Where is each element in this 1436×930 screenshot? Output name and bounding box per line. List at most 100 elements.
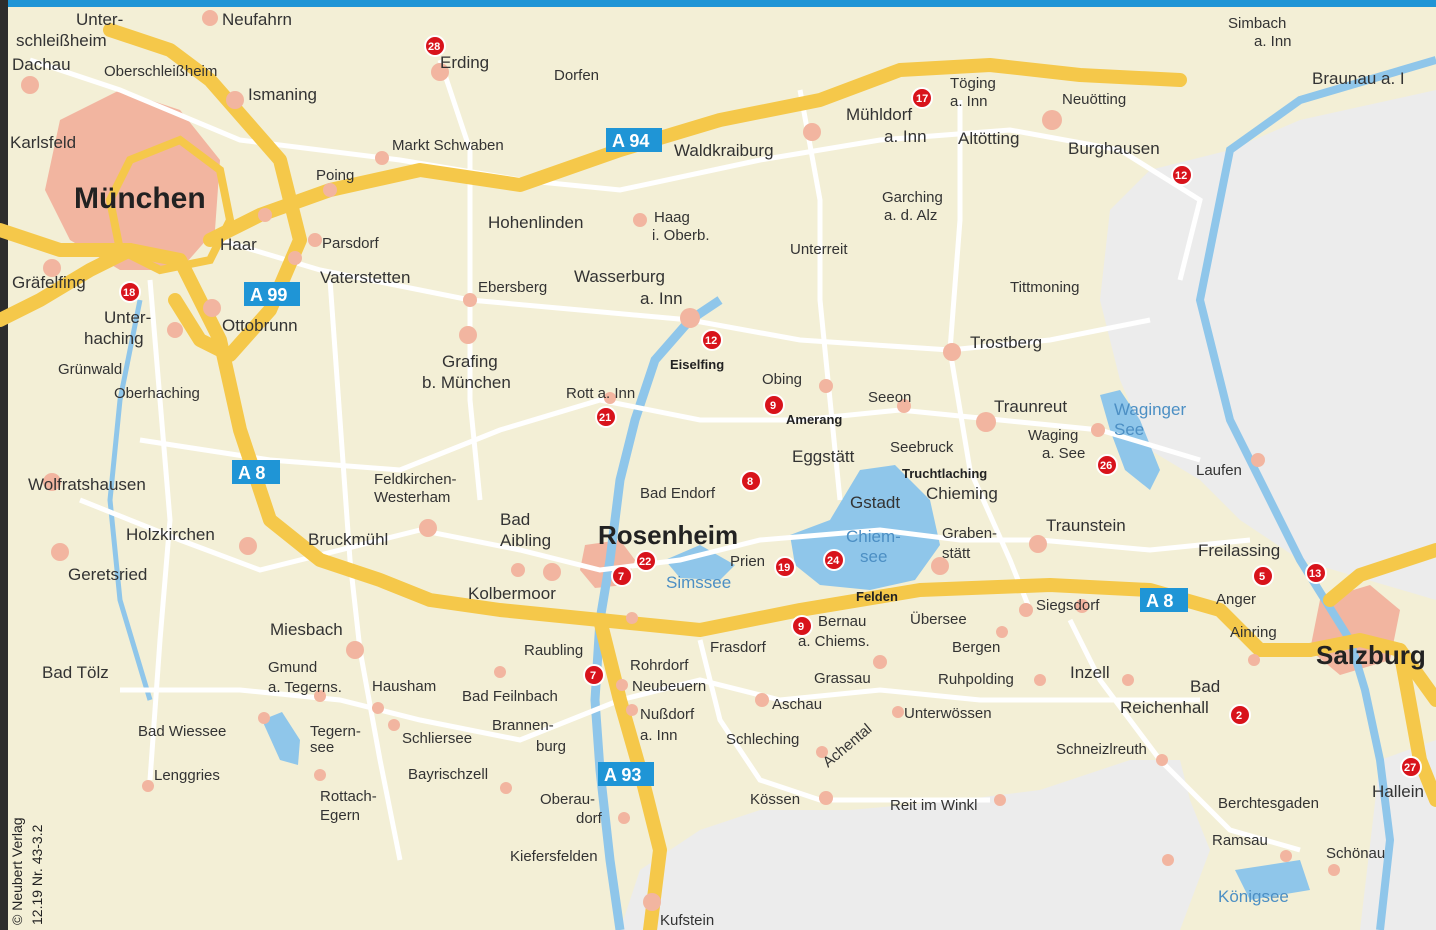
place-bad-wiessee: Bad Wiessee: [138, 723, 226, 740]
salzburg-ring: [1323, 543, 1436, 607]
highway-sign-a8-west: A 8: [232, 460, 280, 484]
place-garching-2: a. d. Alz: [884, 207, 937, 224]
city-label-salzburg: Salzburg: [1316, 640, 1426, 670]
svg-text:5: 5: [1259, 571, 1265, 583]
place-garching-1: Garching: [882, 189, 943, 206]
poi-marker[interactable]: 24: [823, 549, 845, 571]
place-waging-2: a. See: [1042, 445, 1085, 462]
place-schoenau: Schönau: [1326, 845, 1385, 862]
poi-marker[interactable]: 5: [1252, 565, 1274, 587]
place-lenggries: Lenggries: [154, 767, 220, 784]
place-unterreit: Unterreit: [790, 241, 848, 258]
poi-marker[interactable]: 8: [740, 470, 762, 492]
place-nussdorf-1: Nußdorf: [640, 706, 695, 723]
svg-text:A 8: A 8: [1146, 591, 1173, 611]
svg-text:7: 7: [618, 571, 624, 583]
svg-text:13: 13: [1309, 568, 1321, 580]
place-bernau-1: Bernau: [818, 613, 866, 630]
place-brannenburg-1: Brannen-: [492, 717, 554, 734]
place-frasdorf: Frasdorf: [710, 639, 767, 656]
place-tegernsee-2: see: [310, 739, 334, 756]
svg-text:17: 17: [916, 93, 928, 105]
place-freilassing: Freilassing: [1198, 541, 1280, 560]
poi-marker[interactable]: 19: [774, 556, 796, 578]
svg-text:26: 26: [1100, 460, 1112, 472]
place-unterschleissheim-1: Unter-: [76, 10, 123, 29]
place-dorfen: Dorfen: [554, 67, 599, 84]
svg-text:A 8: A 8: [238, 463, 265, 483]
svg-text:8: 8: [747, 476, 753, 488]
place-hohenlinden: Hohenlinden: [488, 213, 583, 232]
poi-marker[interactable]: 12: [1171, 164, 1193, 186]
place-holzkirchen: Holzkirchen: [126, 525, 215, 544]
place-oberschleissheim: Oberschleißheim: [104, 63, 217, 80]
place-schleching: Schleching: [726, 731, 799, 748]
place-dachau: Dachau: [12, 55, 71, 74]
place-traunreut: Traunreut: [994, 397, 1067, 416]
place-prien: Prien: [730, 553, 765, 570]
place-karlsfeld: Karlsfeld: [10, 133, 76, 152]
svg-text:9: 9: [770, 400, 776, 412]
place-schliersee: Schliersee: [402, 730, 472, 747]
place-rottach-2: Egern: [320, 807, 360, 824]
highway-sign-a99: A 99: [244, 282, 300, 306]
place-ebersberg: Ebersberg: [478, 279, 547, 296]
place-oberaudorf-2: dorf: [576, 810, 603, 827]
poi-marker[interactable]: 7: [583, 664, 605, 686]
poi-marker[interactable]: 12: [701, 329, 723, 351]
place-oberaudorf-1: Oberau-: [540, 791, 595, 808]
place-poing: Poing: [316, 167, 354, 184]
poi-marker[interactable]: 9: [763, 394, 785, 416]
svg-text:A 94: A 94: [612, 131, 649, 151]
edition-text: 12.19 Nr. 43-3.2: [29, 824, 45, 925]
place-trostberg: Trostberg: [970, 333, 1042, 352]
poi-marker[interactable]: 7: [611, 565, 633, 587]
place-grafing-1: Grafing: [442, 352, 498, 371]
place-oberhaching: Oberhaching: [114, 385, 200, 402]
town-dots: [21, 10, 1340, 911]
copyright-text: © Neubert Verlag: [9, 817, 25, 925]
place-bad-toelz: Bad Tölz: [42, 663, 109, 682]
poi-marker[interactable]: 26: [1096, 454, 1118, 476]
place-rohrdorf: Rohrdorf: [630, 657, 689, 674]
place-hausham: Hausham: [372, 678, 436, 695]
place-toeging-1: Töging: [950, 75, 996, 92]
a99-highway: [103, 23, 307, 362]
place-toeging-2: a. Inn: [950, 93, 988, 110]
lake-waginger-label-2: See: [1114, 420, 1144, 439]
place-truchtlaching: Truchtlaching: [902, 466, 987, 481]
place-muehldorf-2: a. Inn: [884, 127, 927, 146]
poi-marker[interactable]: 22: [635, 550, 657, 572]
poi-marker[interactable]: 13: [1305, 562, 1327, 584]
place-bad-aibling-2: Aibling: [500, 531, 551, 550]
place-unterhaching-2: haching: [84, 329, 144, 348]
poi-marker[interactable]: 21: [595, 406, 617, 428]
inn-river: [590, 296, 723, 930]
place-wasserburg-1: Wasserburg: [574, 267, 665, 286]
place-grabenstaett-1: Graben-: [942, 525, 997, 542]
poi-marker[interactable]: 18: [119, 281, 141, 303]
place-rott: Rott a. Inn: [566, 385, 635, 402]
place-ismaning: Ismaning: [248, 85, 317, 104]
poi-marker[interactable]: 28: [424, 35, 446, 57]
place-altoetting: Altötting: [958, 129, 1019, 148]
place-ramsau: Ramsau: [1212, 832, 1268, 849]
isar-river: [107, 299, 153, 701]
lake-chiemsee-label-1: Chiem-: [846, 527, 901, 546]
poi-marker[interactable]: 27: [1400, 756, 1422, 778]
place-uebersee: Übersee: [910, 610, 967, 628]
tegernsee-lake: [262, 712, 300, 765]
lake-waginger-label-1: Waginger: [1114, 400, 1186, 419]
poi-marker[interactable]: 2: [1229, 704, 1251, 726]
svg-text:28: 28: [428, 41, 440, 53]
place-bruckmuehl: Bruckmühl: [308, 530, 388, 549]
left-frame: [0, 0, 8, 930]
poi-marker[interactable]: 9: [791, 615, 813, 637]
poi-marker[interactable]: 17: [911, 87, 933, 109]
a8-highway-west: [0, 223, 1317, 657]
place-miesbach: Miesbach: [270, 620, 343, 639]
place-haag-2: i. Oberb.: [652, 227, 710, 244]
place-braunau: Braunau a. I: [1312, 69, 1405, 88]
place-bad-feilnbach: Bad Feilnbach: [462, 688, 558, 705]
place-bad-aibling-1: Bad: [500, 510, 530, 529]
